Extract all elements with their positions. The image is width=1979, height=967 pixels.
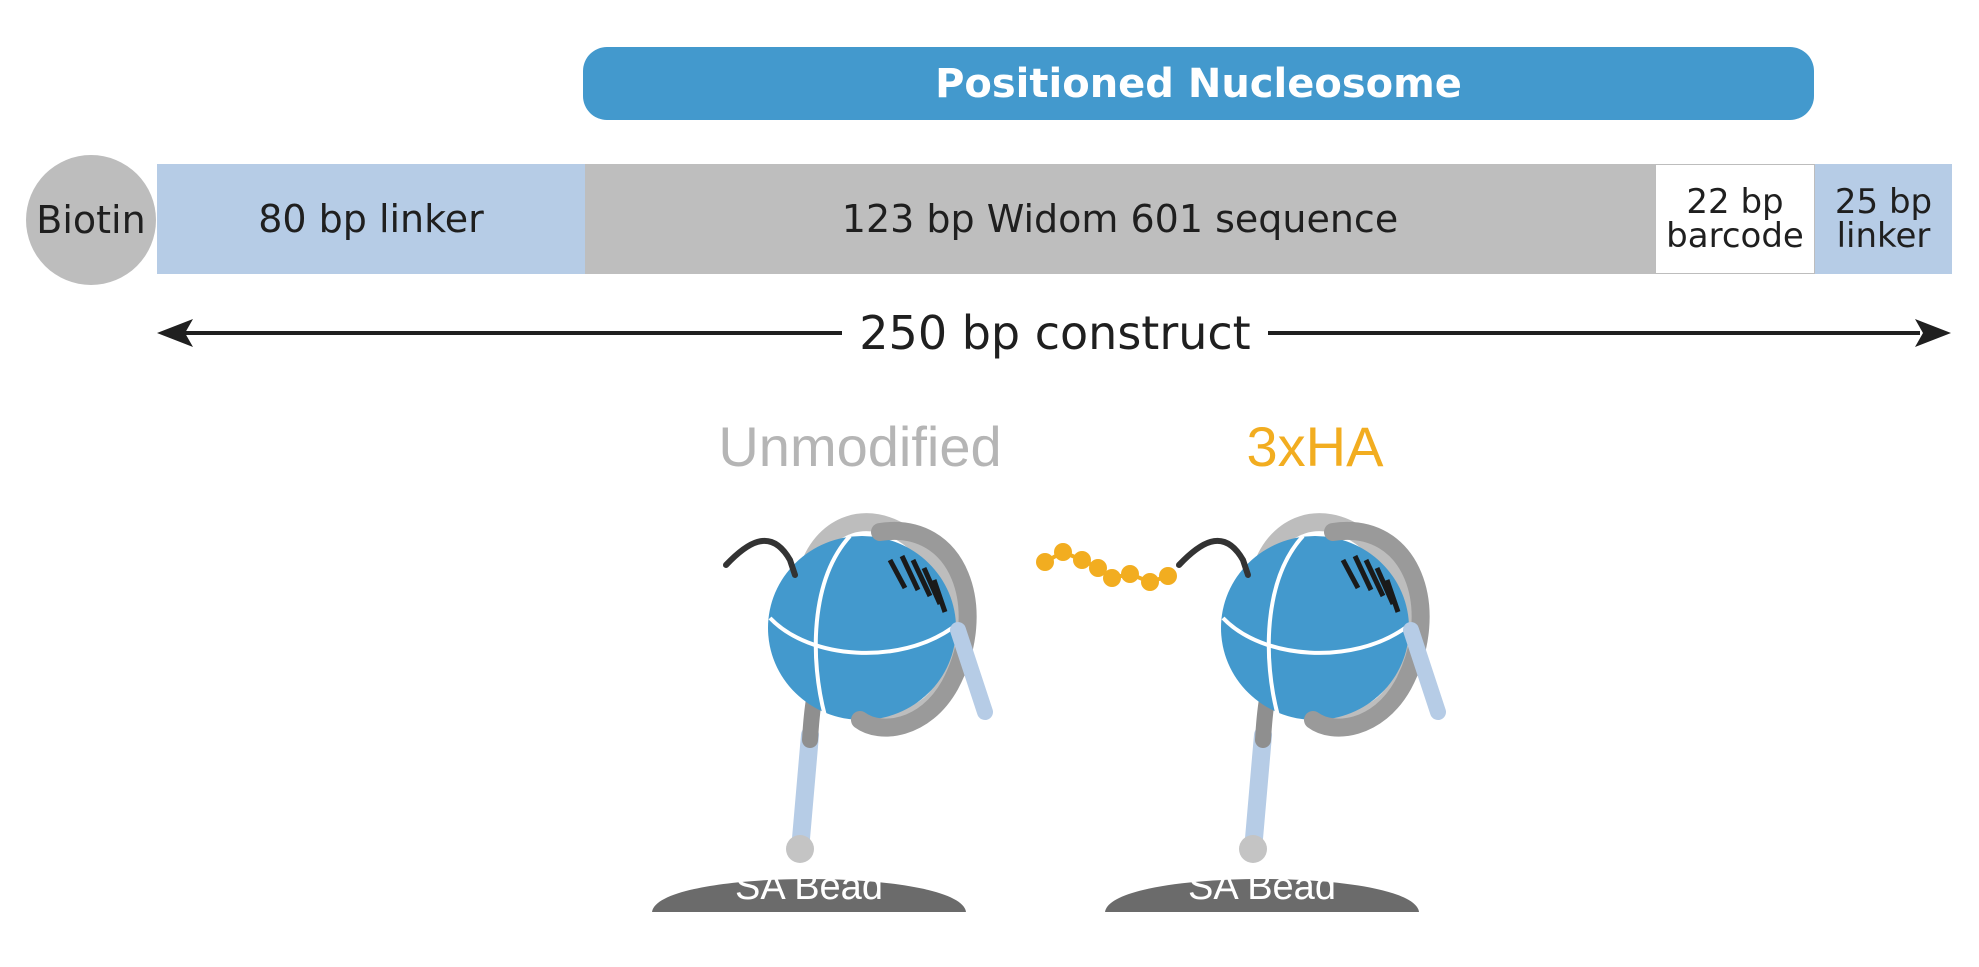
linker-25bp-segment: 25 bp linker [1815, 164, 1952, 274]
ha-tag-bead-icon [1073, 551, 1091, 569]
construct-length-arrow [157, 319, 1951, 347]
ha-tag-bead-icon [1054, 543, 1072, 561]
sa-bead-label-1: SA Bead [735, 866, 883, 908]
ha-tag-bead-icon [1036, 553, 1054, 571]
banner-label: Positioned Nucleosome [935, 60, 1462, 107]
linker-25bp-line1: 25 bp [1834, 182, 1933, 222]
ha-tag-bead-icon [1141, 573, 1159, 591]
ha-tag-bead-icon [1159, 567, 1177, 585]
biotin-knob [786, 835, 814, 863]
widom-601-segment: 123 bp Widom 601 sequence [585, 164, 1655, 274]
positioned-nucleosome-banner: Positioned Nucleosome [583, 47, 1814, 120]
linker-tether [791, 726, 819, 859]
biotin-label: Biotin [36, 198, 146, 242]
biotin-circle: Biotin [26, 155, 156, 285]
ha-tag-bead-icon [1103, 569, 1121, 587]
3xha-title: 3xHA [1246, 415, 1384, 478]
barcode-line1: 22 bp [1686, 182, 1784, 222]
nucleosome-unmodified [652, 513, 993, 912]
histone-tail [1176, 537, 1251, 578]
barcode-stripes [887, 554, 948, 613]
ha-tag-chain [1036, 543, 1177, 591]
nucleosome-3xha [1105, 513, 1446, 912]
arrowhead-right-icon [1915, 319, 1951, 347]
barcode-stripes [1340, 554, 1401, 613]
arrowhead-left-icon [157, 319, 193, 347]
histone-core [768, 536, 956, 720]
linker-tether [1244, 726, 1272, 859]
linker-25bp-line2: linker [1836, 216, 1931, 256]
barcode-line2: barcode [1666, 216, 1804, 256]
ha-tag-bead-icon [1089, 559, 1107, 577]
construct-length-label: 250 bp construct [842, 298, 1268, 368]
histone-core [1221, 536, 1409, 720]
ha-tag-bead-icon [1121, 565, 1139, 583]
barcode-segment: 22 bp barcode [1655, 164, 1815, 274]
exit-linker [950, 622, 993, 720]
sa-bead-shape [1105, 879, 1419, 912]
exit-linker [1403, 622, 1446, 720]
linker-80bp-segment: 80 bp linker [157, 164, 585, 274]
biotin-knob [1239, 835, 1267, 863]
dna-wrap-front [851, 521, 977, 737]
linker-80bp-label: 80 bp linker [258, 197, 484, 241]
dna-wrap-front [1304, 521, 1430, 737]
unmodified-title: Unmodified [718, 415, 1002, 478]
sa-bead-shape [652, 879, 966, 912]
widom-601-label: 123 bp Widom 601 sequence [841, 197, 1399, 241]
sa-bead-label-2: SA Bead [1188, 866, 1336, 908]
histone-tail [723, 537, 798, 578]
